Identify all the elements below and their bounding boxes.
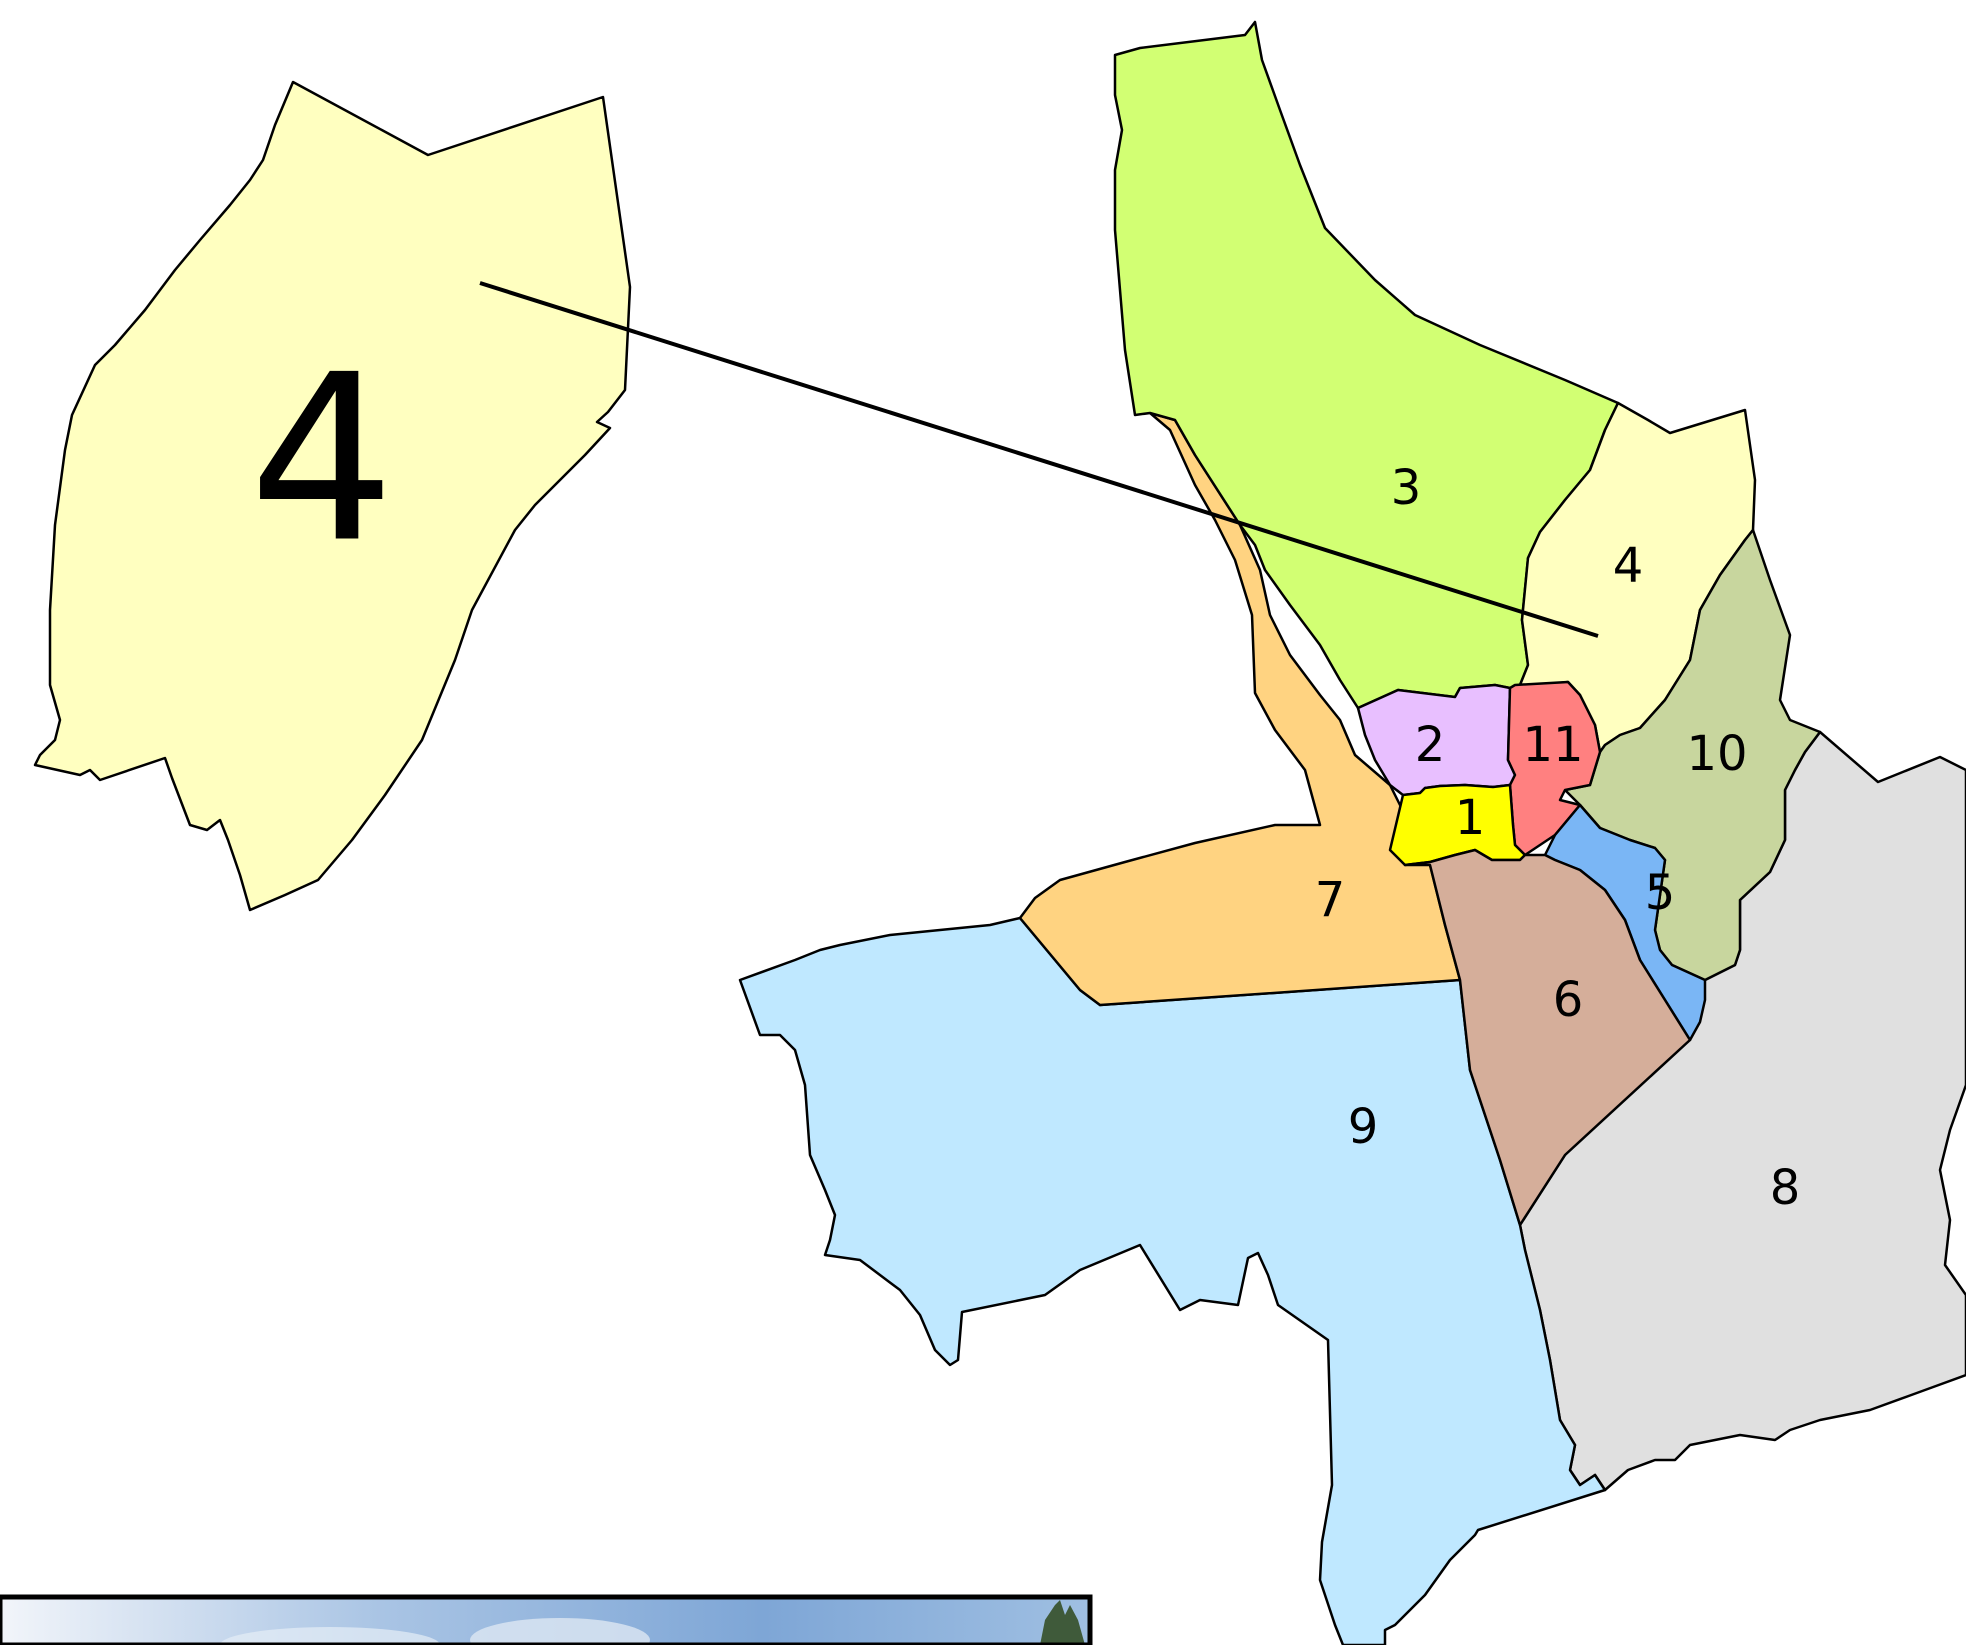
label-district-11: 11 bbox=[1522, 717, 1583, 773]
label-district-4: 4 bbox=[1613, 538, 1644, 594]
photo-thumbnail bbox=[0, 1594, 1093, 1645]
label-district-3: 3 bbox=[1391, 460, 1422, 516]
label-district-5: 5 bbox=[1645, 865, 1676, 921]
label-district-8: 8 bbox=[1770, 1160, 1801, 1216]
district-7[interactable] bbox=[1018, 411, 1462, 1007]
leader-line bbox=[479, 281, 1599, 638]
inset-district-4[interactable] bbox=[33, 80, 632, 912]
district-11[interactable] bbox=[1506, 680, 1602, 857]
label-district-2: 2 bbox=[1415, 717, 1446, 773]
label-district-10: 10 bbox=[1686, 726, 1747, 782]
label-district-9: 9 bbox=[1348, 1099, 1379, 1155]
district-6[interactable] bbox=[1403, 848, 1692, 1227]
label-inset-district-4: 4 bbox=[249, 327, 395, 594]
label-district-1: 1 bbox=[1455, 790, 1486, 846]
label-district-7: 7 bbox=[1315, 872, 1346, 928]
label-district-6: 6 bbox=[1553, 972, 1584, 1028]
